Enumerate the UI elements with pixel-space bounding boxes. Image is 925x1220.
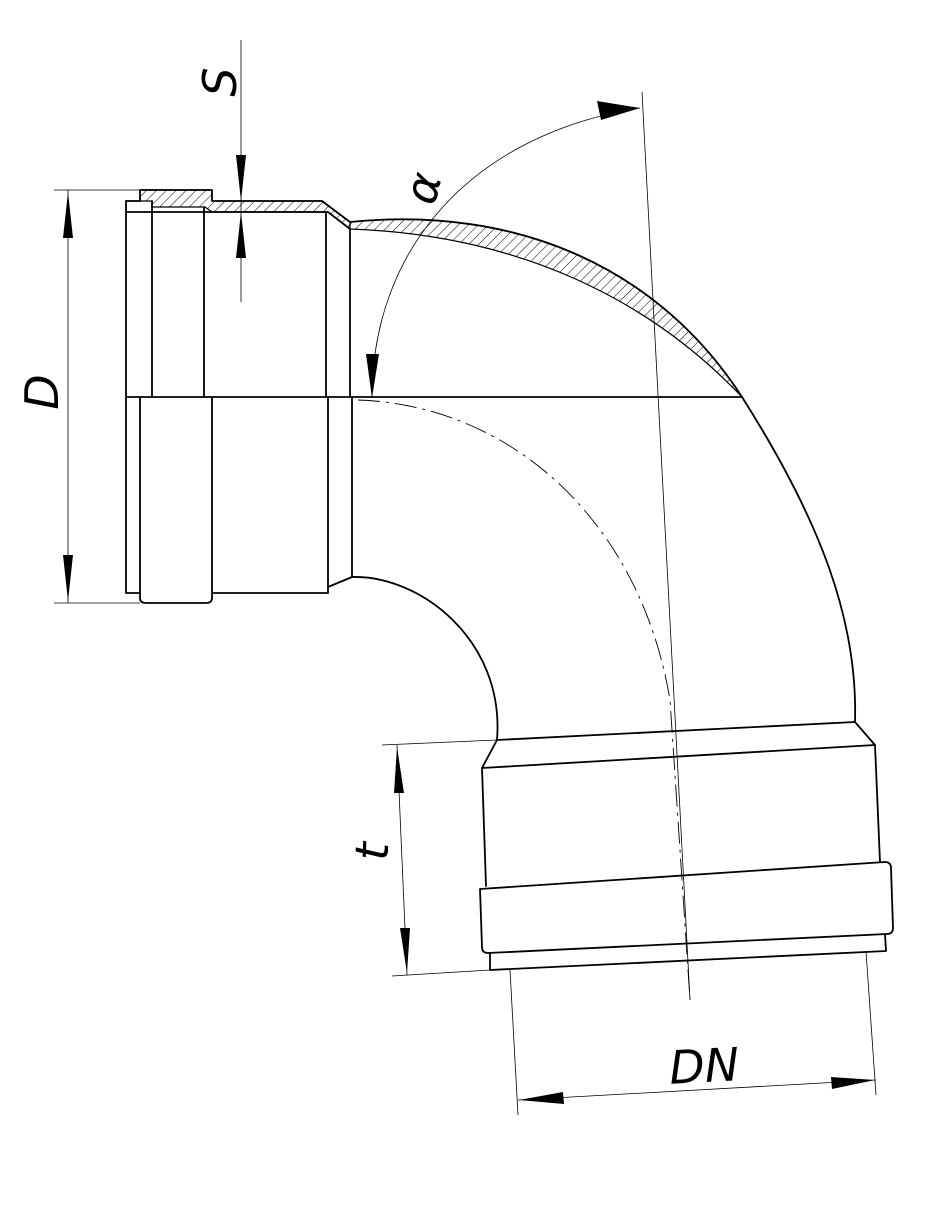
lower-socket-body [481, 744, 881, 887]
label-dn: DN [668, 1037, 741, 1095]
lower-seal-ring [479, 861, 894, 954]
top-socket [125, 189, 743, 604]
elbow-inner-arc [351, 576, 499, 741]
socket-top-contour [125, 189, 351, 223]
dimension-dn: DN [509, 950, 877, 1116]
socket-lower-half [139, 396, 353, 604]
dimension-t: t [345, 739, 498, 977]
elbow-outer-arc [349, 218, 857, 723]
socket-wall-section [126, 189, 351, 231]
socket-end-face [125, 200, 141, 594]
label-d: D [15, 374, 69, 409]
lower-socket-neck [481, 721, 876, 769]
lower-socket [479, 721, 894, 971]
dimension-d: D [15, 189, 140, 604]
angle-reference-line [641, 91, 691, 1001]
elbow-body [349, 218, 857, 1001]
dimension-s: S [193, 40, 247, 302]
elbow-center-arc [357, 399, 691, 1001]
seal-ring-upper [151, 200, 205, 398]
label-s: S [193, 67, 247, 96]
elbow-wall-section [349, 218, 743, 398]
socket-inner-top [125, 211, 351, 230]
label-alpha: α [393, 166, 453, 209]
socket-step-upper [325, 211, 351, 398]
label-t: t [345, 840, 400, 862]
